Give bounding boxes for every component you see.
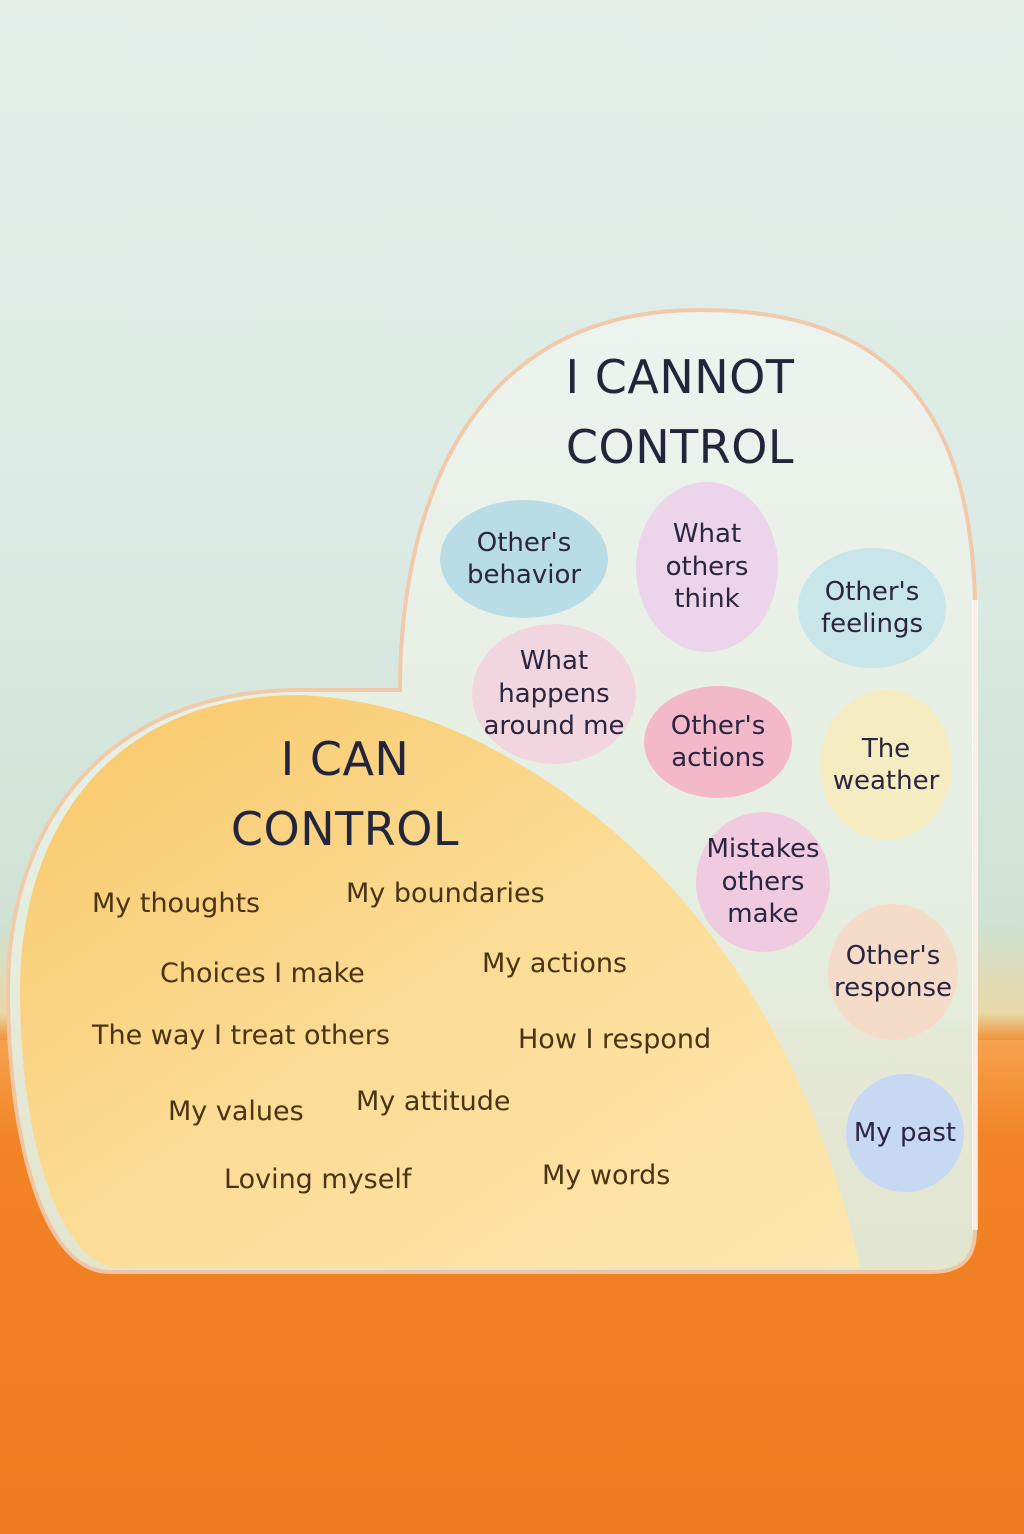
- can-item-my-thoughts: My thoughts: [92, 888, 261, 919]
- bubble-others-actions: Other's actions: [644, 686, 792, 798]
- cannot-control-title: I CANNOT CONTROL: [560, 342, 800, 482]
- can-item-how-i-respond: How I respond: [518, 1024, 712, 1055]
- bubble-what-happens-around-me: What happens around me: [472, 624, 636, 764]
- can-control-title: I CAN CONTROL: [230, 724, 460, 864]
- bubble-others-behavior: Other's behavior: [440, 500, 608, 618]
- can-control-region: [20, 695, 860, 1268]
- cannot-title-line2: CONTROL: [565, 420, 795, 474]
- can-item-the-way-i-treat-others: The way I treat others: [92, 1020, 390, 1051]
- bubble-my-past: My past: [846, 1074, 964, 1192]
- can-item-loving-myself: Loving myself: [224, 1164, 412, 1195]
- can-title-line2: CONTROL: [230, 802, 460, 856]
- bubble-others-response: Other's response: [828, 904, 958, 1040]
- can-title-line1: I CAN: [280, 732, 410, 786]
- can-item-choices-i-make: Choices I make: [160, 958, 365, 989]
- bubble-what-others-think: What others think: [636, 482, 778, 652]
- can-item-my-attitude: My attitude: [356, 1086, 511, 1117]
- can-item-my-actions: My actions: [482, 948, 628, 979]
- cannot-title-line1: I CANNOT: [565, 350, 795, 404]
- bubble-mistakes-others-make: Mistakes others make: [696, 812, 830, 952]
- can-item-my-values: My values: [168, 1096, 304, 1127]
- can-item-my-words: My words: [542, 1160, 671, 1191]
- can-item-my-boundaries: My boundaries: [346, 878, 545, 909]
- bubble-the-weather: The weather: [820, 690, 952, 840]
- bubble-others-feelings: Other's feelings: [798, 548, 946, 668]
